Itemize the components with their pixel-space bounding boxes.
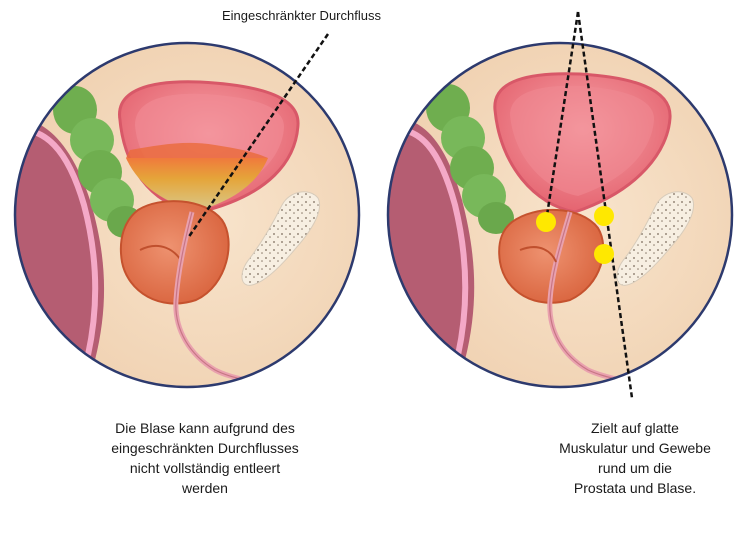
- prostate: [498, 208, 605, 304]
- caption-line: Muskulatur und Gewebe: [559, 440, 711, 456]
- target-pointer: [576, 11, 634, 399]
- left-anatomy-panel: [13, 33, 361, 389]
- caption-line: nicht vollständig entleert: [129, 460, 281, 476]
- left-caption: Die Blase kann aufgrund des eingeschränk…: [70, 418, 340, 498]
- caption-line: eingeschränkten Durchflusses: [111, 440, 299, 456]
- caption-line: Prostata und Blase.: [573, 480, 697, 496]
- target-pointer-upper: [544, 11, 580, 223]
- caption-line: rund um die: [598, 460, 672, 476]
- caption-line: werden: [182, 480, 228, 496]
- target-dot: [536, 212, 556, 232]
- caption-line: Zielt auf glatte: [591, 420, 679, 436]
- right-panel-outline: [386, 41, 734, 389]
- right-caption: Zielt auf glatte Muskulatur und Gewebe r…: [530, 418, 740, 498]
- restricted-flow-label: Eingeschränkter Durchfluss: [222, 8, 381, 23]
- pubic-bone: [616, 191, 694, 286]
- target-dot: [594, 244, 614, 264]
- target-dot: [594, 206, 614, 226]
- caption-line: Die Blase kann aufgrund des: [115, 420, 295, 436]
- left-panel-outline: [13, 41, 361, 389]
- restricted-flow-pointer: [186, 33, 330, 239]
- right-anatomy-panel: [386, 11, 734, 399]
- retained-urine: [126, 158, 268, 210]
- pubic-bone: [241, 191, 320, 286]
